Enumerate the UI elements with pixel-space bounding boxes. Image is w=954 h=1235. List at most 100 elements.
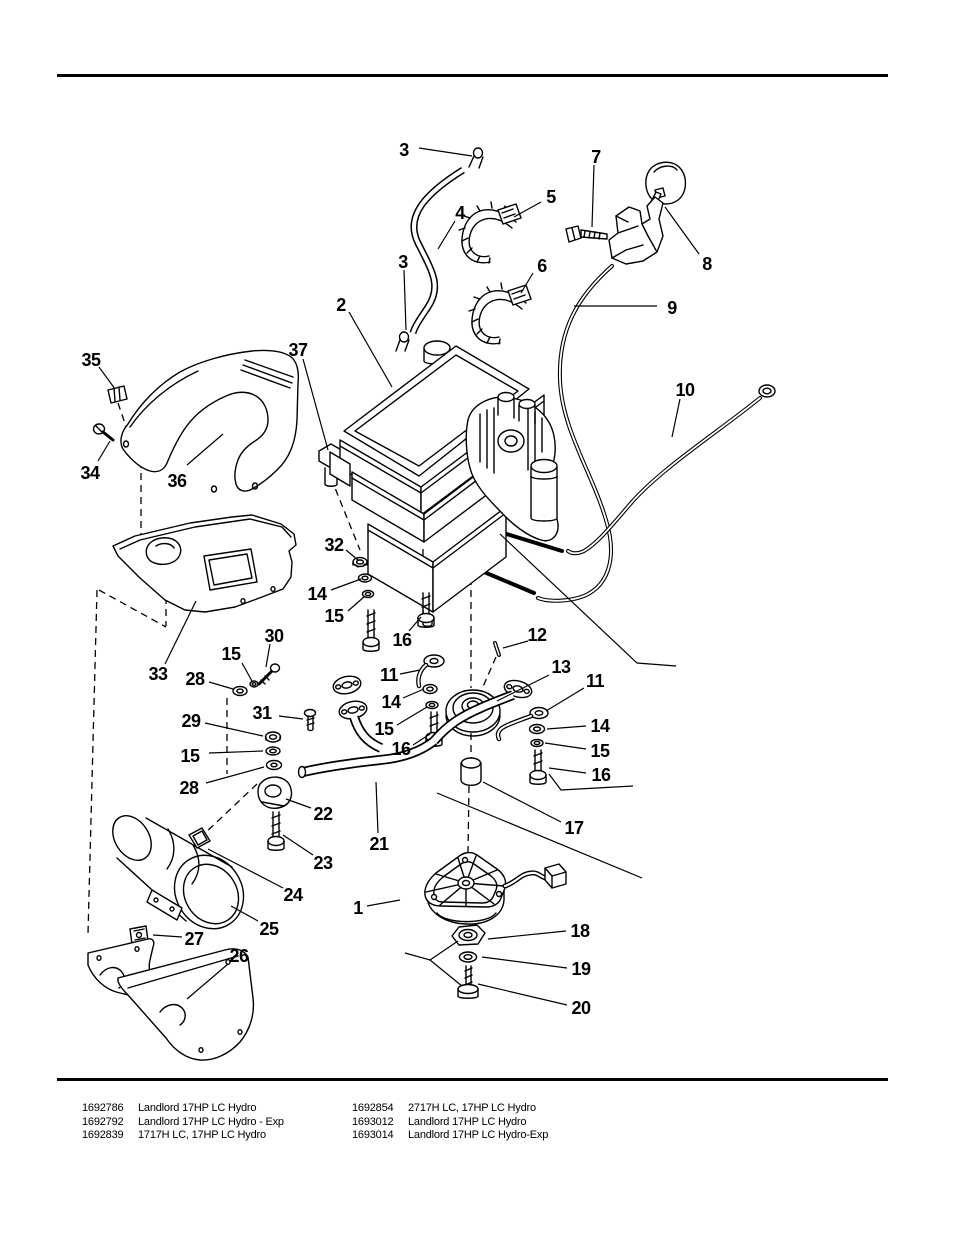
callout-leader	[282, 834, 314, 856]
callout-leader	[502, 640, 529, 649]
band-clamp-illustration	[458, 201, 522, 264]
callout-leader	[375, 781, 379, 834]
callout-number: 34	[80, 463, 100, 483]
callout-number: 25	[259, 919, 279, 939]
callout-number: 1	[353, 898, 363, 918]
callout-number: 16	[591, 765, 611, 785]
muffler-illustration	[112, 815, 245, 930]
bolt-illustration	[565, 225, 608, 243]
control-knob-illustration	[645, 161, 687, 205]
callout-number: 17	[564, 818, 584, 838]
callout-leader	[97, 440, 111, 462]
callout-number: 13	[551, 657, 571, 677]
callout-number: 35	[81, 350, 101, 370]
callout-number: 15	[590, 741, 610, 761]
top-rule	[57, 74, 888, 77]
callout-leader	[671, 398, 681, 438]
small-fasteners-illustration	[232, 663, 317, 771]
callout-leader	[664, 206, 700, 255]
callout-leader	[186, 963, 229, 1000]
callout-number: 11	[586, 671, 605, 691]
pipe-clamp-illustration	[257, 776, 293, 851]
band-clamp-illustration	[468, 282, 532, 345]
callout-leader	[396, 706, 428, 726]
callout-number: 7	[591, 147, 601, 167]
callout-number: 12	[527, 625, 547, 645]
hose-illustration	[409, 167, 465, 335]
callout-number: 3	[398, 252, 408, 272]
callout-leader	[513, 201, 542, 218]
callout-number: 36	[167, 471, 187, 491]
callout-number: 18	[570, 921, 590, 941]
lift-rod-illustration	[495, 706, 549, 785]
callout-number: 15	[324, 606, 344, 626]
bottom-rule	[57, 1078, 888, 1081]
callout-leader	[546, 725, 587, 730]
callout-leader	[399, 669, 421, 675]
callout-leader	[545, 687, 585, 712]
callout-number: 24	[283, 885, 303, 905]
muffler-guard-illustration	[87, 938, 255, 1061]
callout-number: 9	[667, 298, 677, 318]
reference-line	[429, 959, 463, 987]
heat-shield-illustration	[112, 514, 297, 613]
callout-number: 28	[179, 778, 199, 798]
callout-leader	[330, 578, 362, 591]
callout-leader	[481, 956, 568, 969]
callout-number: 4	[455, 203, 465, 223]
callout-number: 8	[702, 254, 712, 274]
callout-number: 14	[307, 584, 327, 604]
callout-leader	[204, 722, 264, 737]
exhaust-pipe-illustration	[297, 675, 533, 779]
throttle-bracket-illustration	[608, 191, 664, 265]
callout-leader	[403, 269, 407, 331]
callout-number: 20	[571, 998, 591, 1018]
callout-leader	[278, 715, 304, 720]
callout-leader	[285, 798, 312, 809]
callout-number: 27	[184, 929, 204, 949]
callout-number: 31	[252, 703, 272, 723]
callout-number: 15	[221, 644, 241, 664]
callout-number: 5	[546, 187, 556, 207]
reference-line	[436, 792, 643, 879]
callout-leader	[408, 616, 422, 632]
callout-leader	[152, 934, 183, 938]
leader-lines	[404, 533, 677, 987]
callout-leader	[437, 220, 456, 250]
reference-line	[499, 533, 677, 667]
callout-number: 14	[381, 692, 401, 712]
callout-number: 21	[369, 834, 389, 854]
callout-leader	[402, 688, 425, 699]
callout-leader	[591, 164, 595, 228]
callout-leader	[496, 674, 550, 702]
reference-line	[548, 773, 634, 791]
callout-number: 19	[571, 959, 591, 979]
throttle-cable-illustration	[482, 264, 614, 603]
callout-leader	[477, 983, 568, 1006]
callout-leader	[482, 781, 562, 823]
callout-number: 28	[185, 669, 205, 689]
callout-number: 15	[180, 746, 200, 766]
callout-leader	[345, 549, 359, 561]
callout-number: 16	[392, 630, 412, 650]
callout-leader	[520, 272, 534, 294]
callout-number: 16	[391, 739, 411, 759]
screw-illustration	[92, 423, 115, 442]
fastener-stack-illustration	[352, 556, 435, 652]
callout-leader	[265, 643, 271, 668]
clip-illustration	[107, 385, 128, 404]
callout-leader	[208, 681, 234, 690]
callout-number: 29	[181, 711, 201, 731]
callout-leader	[487, 930, 567, 940]
callout-leader	[548, 767, 587, 774]
callout-leader-lines	[97, 147, 700, 1006]
